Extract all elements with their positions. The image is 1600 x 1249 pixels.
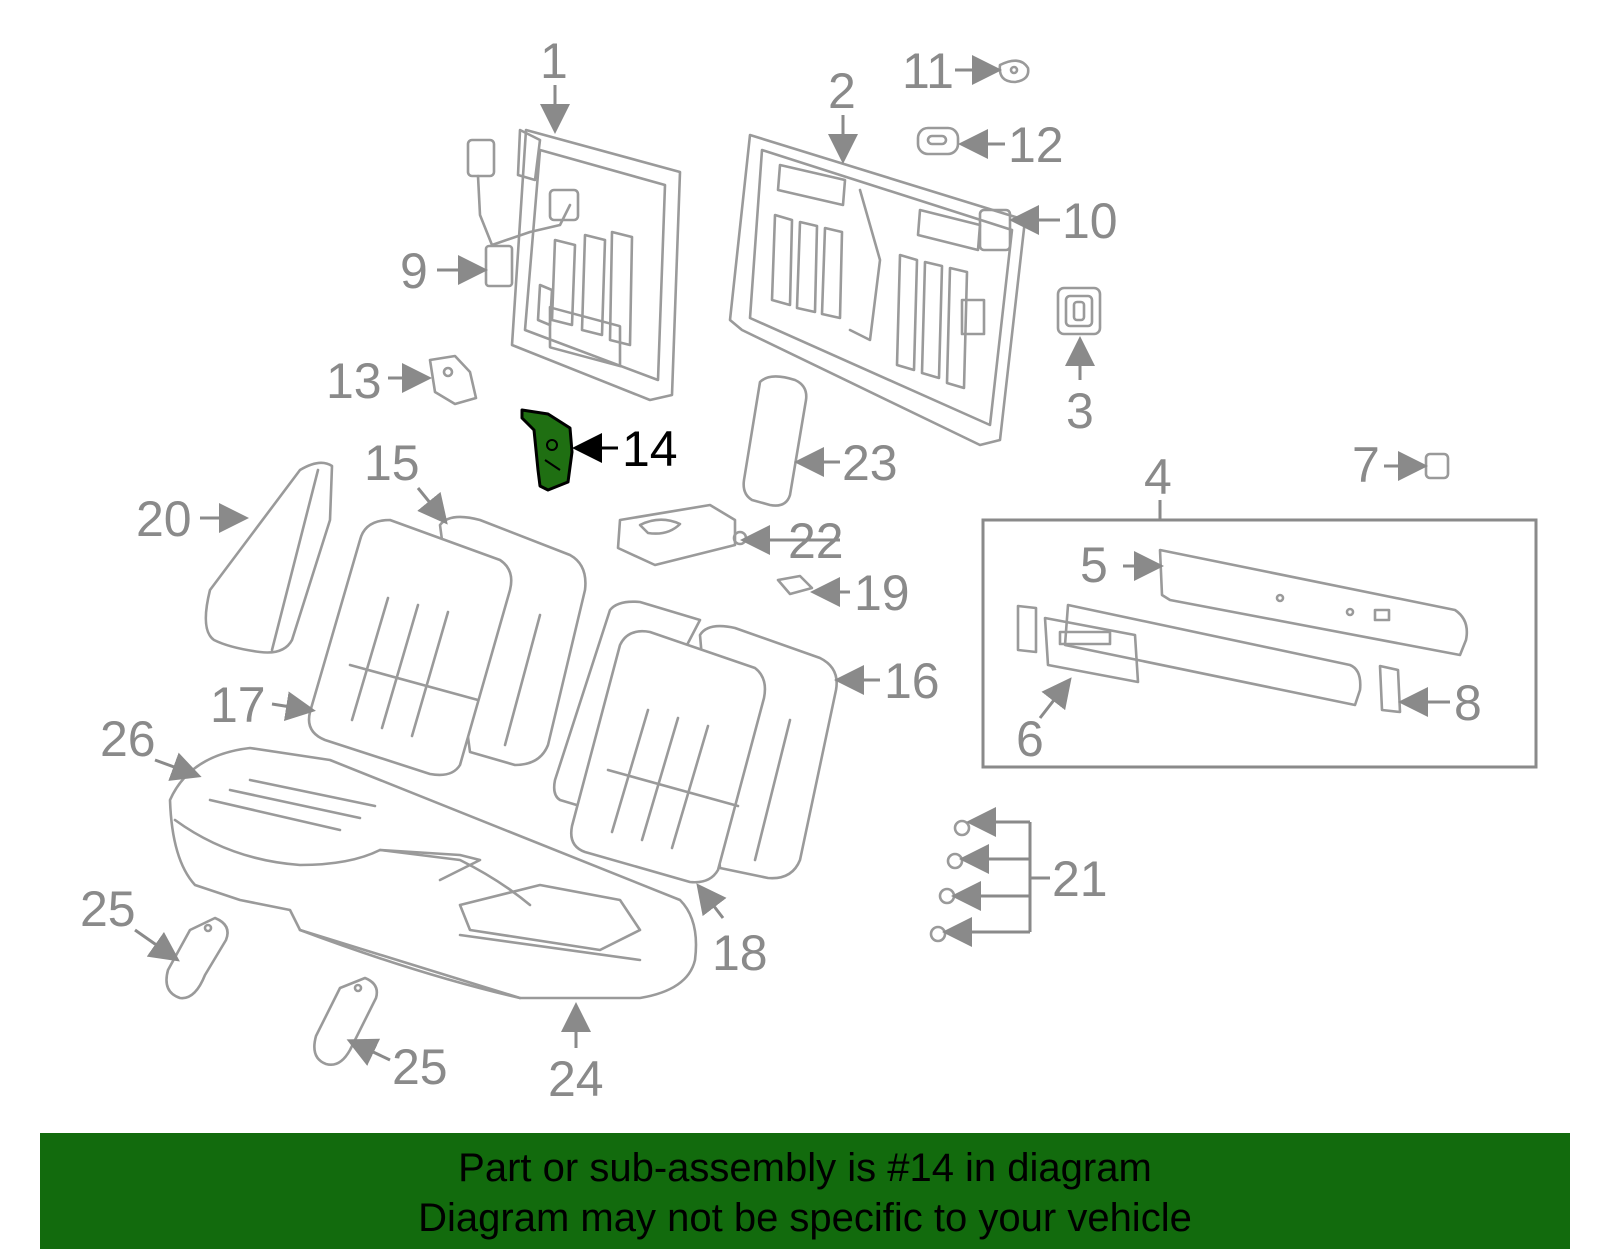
part-22-armrest[interactable] bbox=[616, 503, 748, 567]
part-11-clip[interactable] bbox=[998, 59, 1030, 84]
part-1-left-seatback-frame[interactable] bbox=[510, 128, 682, 402]
banner-line-1: Part or sub-assembly is #14 in diagram bbox=[458, 1146, 1152, 1190]
part-8-bracket[interactable] bbox=[1016, 604, 1402, 714]
callout-17: 17 bbox=[210, 677, 266, 733]
part-3-bezel[interactable] bbox=[1056, 286, 1102, 336]
part-24-seat-cushion-frame[interactable] bbox=[298, 848, 642, 1000]
part-5-rail[interactable] bbox=[1158, 548, 1469, 657]
part-25-strap-right[interactable] bbox=[313, 976, 379, 1066]
part-12-grommet[interactable] bbox=[916, 126, 960, 156]
callout-18: 18 bbox=[712, 925, 768, 981]
callout-25-right: 25 bbox=[392, 1039, 448, 1095]
callout-labels: 1 2 3 4 5 6 7 8 9 10 11 12 13 14 15 16 1… bbox=[80, 33, 1482, 1107]
banner-line-2: Diagram may not be specific to your vehi… bbox=[418, 1196, 1192, 1240]
part-18-right-back-cushion[interactable] bbox=[552, 600, 767, 884]
callout-2: 2 bbox=[828, 63, 856, 119]
callout-16: 16 bbox=[884, 653, 940, 709]
callout-12: 12 bbox=[1008, 117, 1064, 173]
info-banner: Part or sub-assembly is #14 in diagram D… bbox=[40, 1133, 1570, 1249]
callout-3: 3 bbox=[1066, 383, 1094, 439]
part-13-bracket[interactable] bbox=[428, 354, 478, 406]
part-20-side-bolster[interactable] bbox=[204, 461, 334, 654]
callout-23: 23 bbox=[842, 435, 898, 491]
callout-25-left: 25 bbox=[80, 881, 136, 937]
part-23-trim-panel[interactable] bbox=[742, 375, 808, 507]
part-6-latch-track[interactable] bbox=[1043, 603, 1362, 707]
callout-15: 15 bbox=[364, 435, 420, 491]
callout-6: 6 bbox=[1016, 711, 1044, 767]
callout-20: 20 bbox=[136, 491, 192, 547]
callout-5: 5 bbox=[1080, 537, 1108, 593]
part-26-seat-cushion-cover[interactable] bbox=[168, 746, 698, 1000]
callout-11: 11 bbox=[902, 43, 954, 99]
callout-14: 14 bbox=[622, 421, 678, 477]
callout-4: 4 bbox=[1144, 449, 1172, 505]
part-14-latch-bracket-highlighted[interactable] bbox=[520, 408, 574, 492]
callout-8: 8 bbox=[1454, 675, 1482, 731]
part-10-clip[interactable] bbox=[978, 208, 1012, 252]
part-4-group-box bbox=[981, 518, 1538, 769]
callout-24: 24 bbox=[548, 1051, 604, 1107]
leader-lines bbox=[134, 55, 1450, 1066]
callout-13: 13 bbox=[326, 353, 382, 409]
callout-9: 9 bbox=[400, 243, 428, 299]
callout-7: 7 bbox=[1352, 437, 1380, 493]
part-25-strap-left[interactable] bbox=[165, 916, 229, 1000]
callout-19: 19 bbox=[854, 565, 910, 621]
part-2-right-seatback-frame[interactable] bbox=[728, 133, 1027, 447]
part-7-cap[interactable] bbox=[1424, 452, 1450, 480]
callout-10: 10 bbox=[1062, 193, 1118, 249]
callout-1: 1 bbox=[540, 33, 568, 89]
part-21-fasteners[interactable] bbox=[929, 819, 971, 943]
callout-26: 26 bbox=[100, 711, 156, 767]
callout-21: 21 bbox=[1052, 851, 1108, 907]
part-17-left-back-cushion[interactable] bbox=[307, 518, 513, 777]
callout-22: 22 bbox=[788, 513, 844, 569]
part-19-clip[interactable] bbox=[776, 574, 814, 596]
